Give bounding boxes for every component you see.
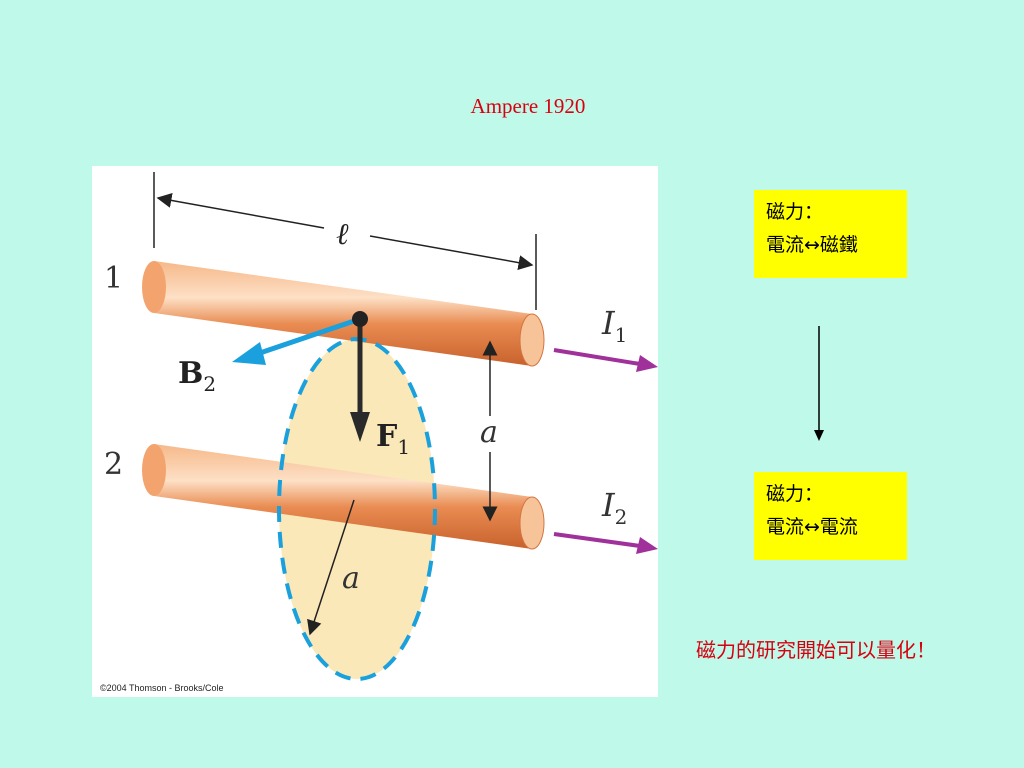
- field-circle-outline: [277, 337, 437, 681]
- down-arrow-icon: [814, 326, 824, 441]
- wire-1-label: 1: [104, 261, 123, 296]
- length-arrow-left: [156, 193, 325, 229]
- box-1-line-2: 電流↔磁鐵: [766, 234, 858, 256]
- field-label: B2: [178, 356, 216, 396]
- wire-1: [142, 261, 545, 367]
- current-arrow-1: [553, 348, 658, 372]
- current-2-label: I2: [601, 486, 627, 529]
- parallel-wires-diagram: ℓ 1 2 I1 I2 a: [104, 172, 658, 681]
- magnetic-force-box-2: 磁力： 電流↔電流: [754, 472, 907, 560]
- field-arrow-b2: [232, 316, 361, 365]
- box-2-line-2: 電流↔電流: [766, 516, 858, 538]
- force-arrow-f1: [350, 311, 370, 442]
- length-label: ℓ: [336, 217, 349, 252]
- force-label: F1: [376, 419, 410, 459]
- page-title: Ampere 1920: [470, 94, 586, 118]
- wire-2: [142, 444, 545, 550]
- current-arrow-2: [553, 532, 658, 554]
- current-1-label: I1: [601, 304, 627, 347]
- quantification-note: 磁力的研究開始可以量化！: [696, 638, 936, 662]
- wire-2-label: 2: [104, 447, 123, 482]
- length-arrow-right: [369, 235, 534, 271]
- magnetic-force-box-1: 磁力： 電流↔磁鐵: [754, 190, 907, 278]
- radius-label: a: [342, 561, 360, 596]
- parallel-wires-figure: ℓ 1 2 I1 I2 a: [92, 166, 658, 697]
- radius-arrow: [307, 499, 355, 636]
- separation-label: a: [480, 415, 498, 450]
- copyright-text: ©2004 Thomson - Brooks/Cole: [100, 683, 224, 693]
- box-2-line-1: 磁力：: [766, 483, 824, 505]
- box-1-line-1: 磁力：: [766, 201, 824, 223]
